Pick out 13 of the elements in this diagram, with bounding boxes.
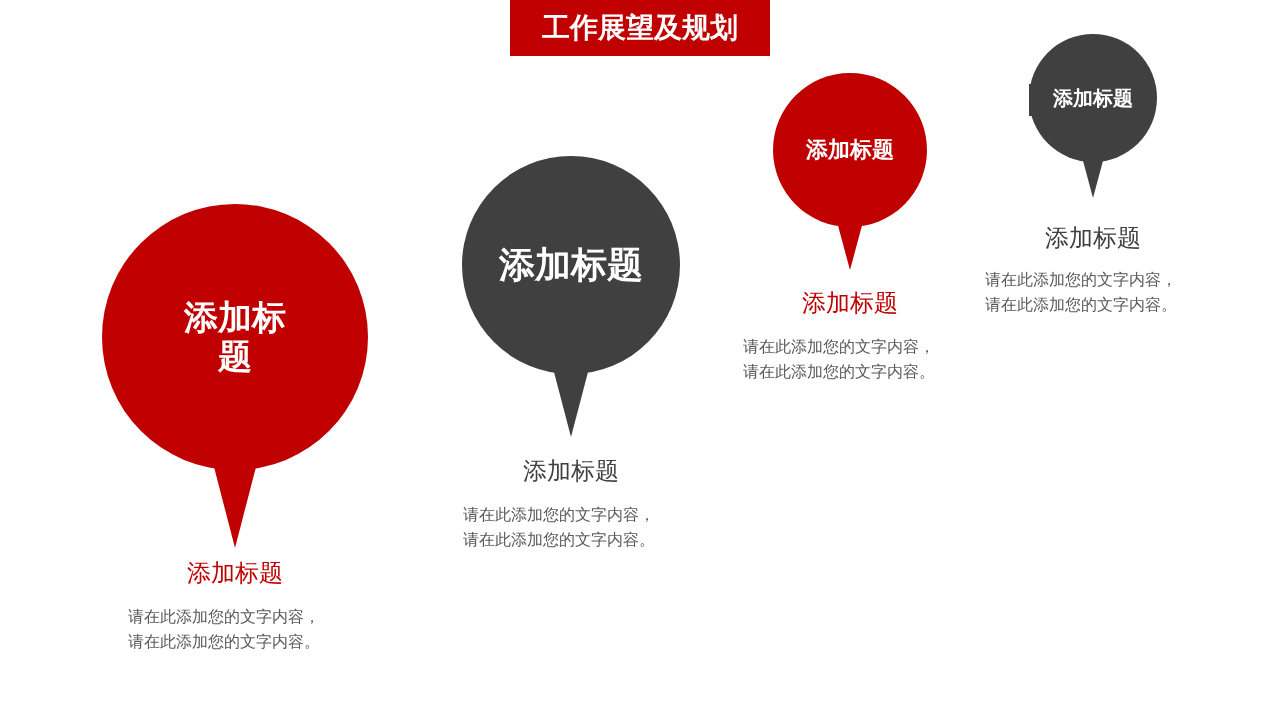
item-heading: 添加标题 [801,288,899,319]
description-text: 请在此添加您的文字内容，请在此添加您的文字内容。 [128,606,321,653]
item-heading: 添加标题 [186,558,284,589]
pin-title: 添加标题 [1052,86,1134,110]
pin-title: 添加标题 [183,297,287,377]
item-heading: 添加标题 [522,456,620,487]
item-heading: 添加标题 [1044,223,1142,254]
description-text: 请在此添加您的文字内容，请在此添加您的文字内容。 [985,269,1178,316]
description-text: 请在此添加您的文字内容，请在此添加您的文字内容。 [463,504,656,551]
description-text: 请在此添加您的文字内容，请在此添加您的文字内容。 [743,336,936,383]
title-banner: 工作展望及规划 [510,0,770,56]
pin-title: 添加标题 [498,244,644,286]
pin-title: 添加标题 [805,137,895,163]
